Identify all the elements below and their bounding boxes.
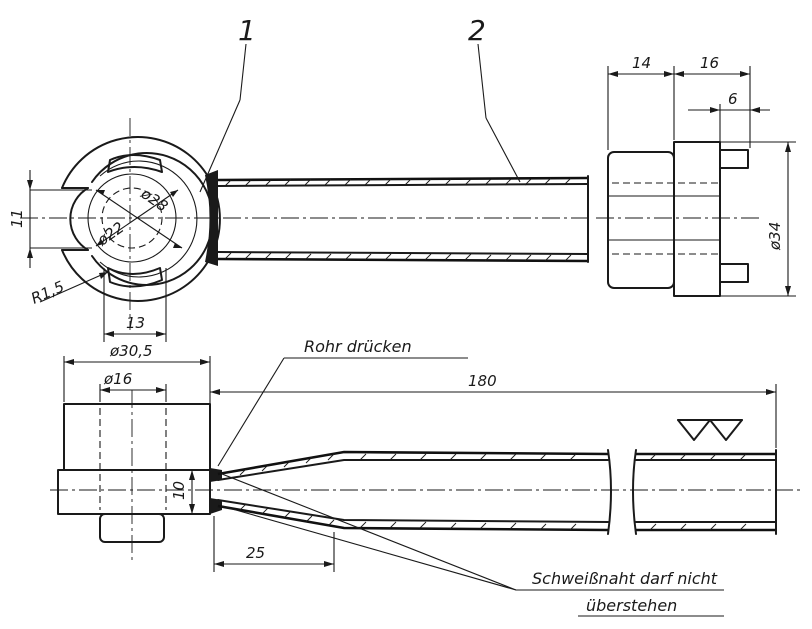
surface-finish-symbol [677, 419, 743, 441]
assembly-section-view: 10 [50, 390, 800, 560]
fitting-end-view [20, 118, 590, 330]
part-references: 1 2 [199, 14, 521, 193]
dimensions-section-view: ø30,5 ø16 180 25 [63, 342, 777, 572]
dim-radius-1-5: R1,5 [28, 277, 67, 307]
part-number-1: 1 [238, 14, 256, 47]
notes: Rohr drücken Schweißnaht darf nicht über… [217, 337, 724, 617]
note-weld-line-1: Schweißnaht darf nicht [532, 569, 718, 588]
dim-dia-16: ø16 [103, 370, 132, 388]
dim-16: 16 [700, 54, 719, 72]
dim-dia-28: ø28 [137, 184, 171, 216]
dim-25: 25 [246, 544, 265, 562]
note-weld-line-2: überstehen [586, 596, 677, 615]
dim-13: 13 [126, 314, 145, 332]
dim-10: 10 [170, 481, 188, 500]
dim-11: 11 [8, 209, 26, 228]
dim-180: 180 [468, 372, 497, 390]
dim-dia-34: ø34 [766, 222, 784, 251]
fitting-side-view: ø34 14 16 6 [596, 54, 796, 297]
dim-dia-30-5: ø30,5 [109, 342, 153, 360]
tube-top-view [217, 175, 589, 263]
dim-6: 6 [728, 90, 738, 108]
note-press-tube: Rohr drücken [304, 337, 412, 356]
dimensions-end-view: 11 ø22 ø28 R1,5 13 [8, 170, 171, 342]
part-number-2: 2 [468, 14, 486, 47]
dim-14: 14 [632, 54, 651, 72]
